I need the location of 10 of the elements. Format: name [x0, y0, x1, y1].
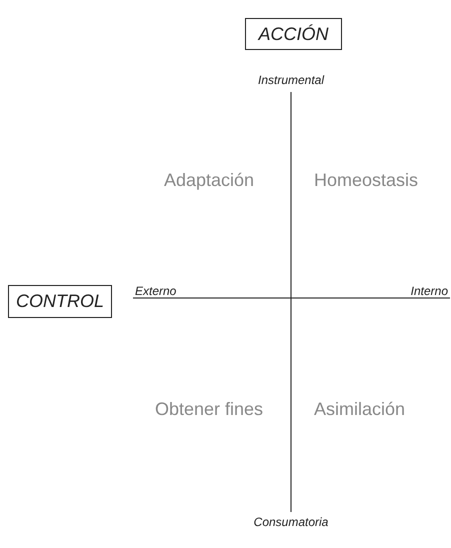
axis-label: Instrumental: [258, 74, 324, 86]
axis-title-box: CONTROL: [8, 285, 112, 318]
axis-title-box: ACCIÓN: [245, 18, 342, 50]
quadrant-label: Asimilación: [314, 400, 406, 418]
quadrant-label: Homeostasis: [314, 171, 418, 189]
axis-label: Interno: [410, 285, 448, 297]
axis-label: Externo: [135, 285, 176, 297]
axis-label: Consumatoria: [254, 516, 328, 528]
quadrant-label: Obtener fines: [154, 400, 264, 418]
quadrant-label: Adaptación: [164, 171, 254, 189]
